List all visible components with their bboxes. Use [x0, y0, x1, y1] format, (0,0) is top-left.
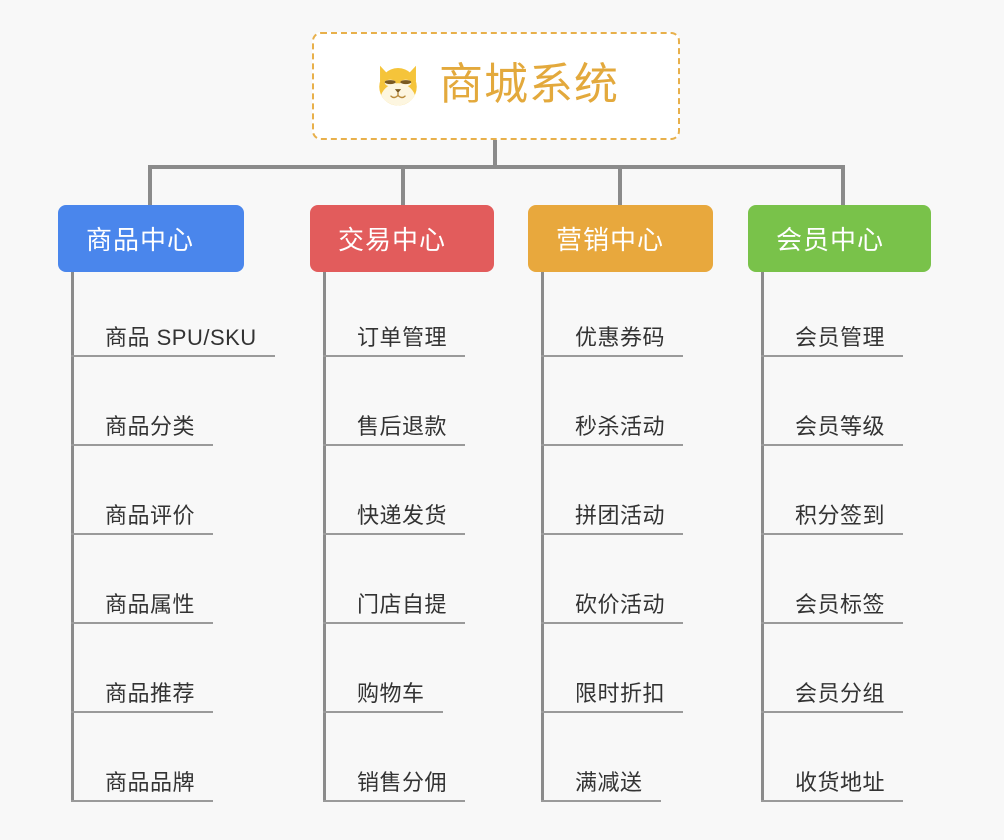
list-item[interactable]: 商品属性	[71, 539, 244, 628]
list-item-label: 快递发货	[357, 503, 448, 528]
list-item-label: 购物车	[357, 681, 425, 706]
list-item-label: 拼团活动	[575, 503, 666, 528]
list-item[interactable]: 砍价活动	[541, 539, 713, 628]
list-item[interactable]: 限时折扣	[541, 628, 713, 717]
connector-drop-4	[841, 165, 845, 205]
list-item-label: 商品推荐	[105, 681, 196, 706]
list-item-rule	[761, 533, 903, 535]
list-item-rule	[541, 622, 683, 624]
list-item-rule	[541, 711, 683, 713]
list-item-rule	[71, 711, 213, 713]
list-item[interactable]: 商品 SPU/SKU	[71, 272, 275, 361]
list-item-rule	[541, 800, 661, 802]
branch-column-marketing: 营销中心 优惠券码 秒杀活动 拼团活动 砍价活动 限时折扣	[528, 205, 713, 806]
list-item-rule	[323, 800, 465, 802]
list-item-rule	[541, 533, 683, 535]
list-item-label: 积分签到	[795, 503, 886, 528]
list-item[interactable]: 优惠券码	[541, 272, 713, 361]
list-item-rule	[541, 444, 683, 446]
connector-drop-2	[401, 165, 405, 205]
list-item-label: 收货地址	[795, 770, 886, 795]
list-item-rule	[323, 533, 465, 535]
list-item-rule	[761, 622, 903, 624]
list-item[interactable]: 销售分佣	[323, 717, 494, 806]
list-item-label: 商品品牌	[105, 770, 196, 795]
connector-drop-3	[618, 165, 622, 205]
list-item-label: 优惠券码	[575, 325, 666, 350]
list-item[interactable]: 满减送	[541, 717, 713, 806]
list-item[interactable]: 商品评价	[71, 450, 244, 539]
branch-trunk	[541, 272, 544, 801]
list-item[interactable]: 快递发货	[323, 450, 494, 539]
list-item-rule	[71, 355, 275, 357]
branch-items-marketing: 优惠券码 秒杀活动 拼团活动 砍价活动 限时折扣 满减送	[541, 272, 713, 806]
list-item-label: 商品评价	[105, 503, 196, 528]
list-item[interactable]: 拼团活动	[541, 450, 713, 539]
list-item-label: 限时折扣	[575, 681, 666, 706]
category-header-trade[interactable]: 交易中心	[310, 205, 494, 272]
list-item[interactable]: 购物车	[323, 628, 494, 717]
list-item-label: 满减送	[575, 770, 643, 795]
branch-trunk	[761, 272, 764, 801]
list-item-label: 门店自提	[357, 592, 448, 617]
branch-trunk	[71, 272, 74, 801]
list-item[interactable]: 收货地址	[761, 717, 931, 806]
list-item-label: 售后退款	[357, 414, 448, 439]
list-item-rule	[71, 800, 213, 802]
list-item[interactable]: 秒杀活动	[541, 361, 713, 450]
list-item[interactable]: 商品品牌	[71, 717, 244, 806]
list-item[interactable]: 商品分类	[71, 361, 244, 450]
list-item-rule	[71, 444, 213, 446]
branch-column-trade: 交易中心 订单管理 售后退款 快递发货 门店自提 购物车	[310, 205, 494, 806]
root-title: 商城系统	[439, 59, 619, 109]
list-item-label: 会员等级	[795, 414, 886, 439]
list-item-rule	[71, 533, 213, 535]
connector-horizontal-bus	[148, 165, 845, 169]
list-item[interactable]: 会员分组	[761, 628, 931, 717]
list-item[interactable]: 订单管理	[323, 272, 494, 361]
list-item-label: 砍价活动	[575, 592, 666, 617]
category-header-member[interactable]: 会员中心	[748, 205, 931, 272]
category-header-product[interactable]: 商品中心	[58, 205, 244, 272]
list-item[interactable]: 会员管理	[761, 272, 931, 361]
connector-drop-1	[148, 165, 152, 205]
list-item-rule	[323, 711, 443, 713]
list-item-rule	[323, 444, 465, 446]
list-item-rule	[541, 355, 683, 357]
connector-root-stem	[493, 140, 497, 168]
branch-items-trade: 订单管理 售后退款 快递发货 门店自提 购物车 销售分佣	[323, 272, 494, 806]
list-item[interactable]: 会员标签	[761, 539, 931, 628]
list-item-label: 会员管理	[795, 325, 886, 350]
list-item-label: 商品属性	[105, 592, 196, 617]
category-header-marketing[interactable]: 营销中心	[528, 205, 713, 272]
list-item[interactable]: 门店自提	[323, 539, 494, 628]
list-item-rule	[323, 622, 465, 624]
branch-column-member: 会员中心 会员管理 会员等级 积分签到 会员标签 会员分组	[748, 205, 931, 806]
list-item-label: 商品分类	[105, 414, 196, 439]
list-item-rule	[761, 800, 903, 802]
branch-trunk	[323, 272, 326, 801]
list-item-rule	[71, 622, 213, 624]
branch-items-product: 商品 SPU/SKU 商品分类 商品评价 商品属性 商品推荐 商品品牌	[71, 272, 275, 806]
list-item[interactable]: 售后退款	[323, 361, 494, 450]
list-item-label: 订单管理	[357, 325, 448, 350]
list-item-rule	[761, 444, 903, 446]
list-item-rule	[761, 355, 903, 357]
branch-items-member: 会员管理 会员等级 积分签到 会员标签 会员分组 收货地址	[761, 272, 931, 806]
list-item[interactable]: 会员等级	[761, 361, 931, 450]
list-item-label: 会员分组	[795, 681, 886, 706]
root-node[interactable]: 商城系统	[312, 32, 680, 140]
shiba-dog-face-icon	[379, 65, 417, 106]
list-item-label: 销售分佣	[357, 770, 448, 795]
list-item[interactable]: 商品推荐	[71, 628, 244, 717]
list-item-rule	[323, 355, 465, 357]
list-item-rule	[761, 711, 903, 713]
list-item-label: 会员标签	[795, 592, 886, 617]
list-item-label: 秒杀活动	[575, 414, 666, 439]
branch-column-product: 商品中心 商品 SPU/SKU 商品分类 商品评价 商品属性 商品推荐	[58, 205, 275, 806]
list-item[interactable]: 积分签到	[761, 450, 931, 539]
list-item-label: 商品 SPU/SKU	[105, 325, 257, 350]
